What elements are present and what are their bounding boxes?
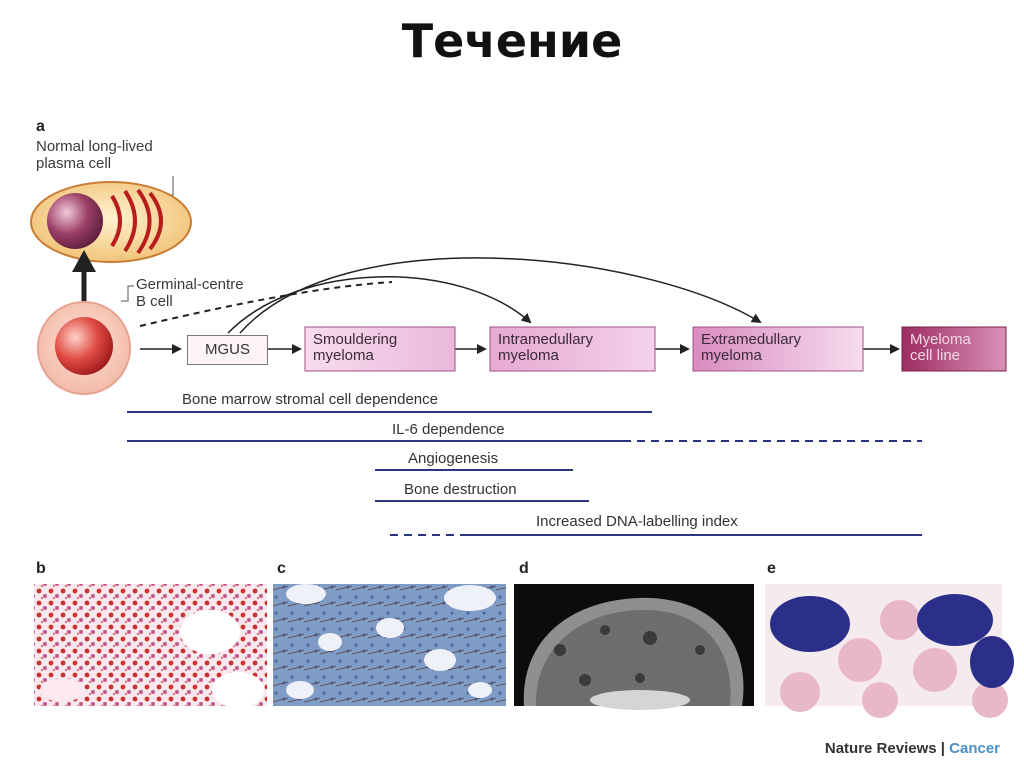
plasma-cell-illustration — [30, 176, 192, 263]
panel-c-image — [273, 584, 506, 706]
bar-label-stromal-dependence: Bone marrow stromal cell dependence — [182, 391, 438, 408]
stage-smouldering-line1: Smouldering — [313, 331, 398, 348]
plasma-cell-label: Normal long-lived plasma cell — [36, 138, 153, 172]
journal-credit: Nature Reviews | Cancer — [825, 740, 1000, 757]
panel-b-image — [34, 584, 267, 708]
b-cell-label-line2: B cell — [136, 293, 173, 310]
panel-d-image — [514, 584, 754, 710]
stage-cell-line-line2: cell line — [910, 347, 961, 364]
panel-e-image — [765, 584, 1014, 718]
bar-label-bone-destruction: Bone destruction — [404, 481, 517, 498]
stage-smouldering-line2: myeloma — [313, 347, 374, 364]
stage-mgus: MGUS — [187, 335, 268, 365]
stage-intramedullary-myeloma: Intramedullary myeloma — [490, 327, 655, 371]
bar-label-angiogenesis: Angiogenesis — [408, 450, 499, 467]
stage-myeloma-cell-line: Myeloma cell line — [902, 327, 1006, 371]
stage-smouldering-myeloma: Smouldering myeloma — [305, 327, 455, 371]
stage-extramedullary-line1: Extramedullary — [701, 331, 802, 348]
panel-e-letter: e — [767, 560, 776, 577]
panel-a-letter: a — [36, 118, 45, 135]
b-cell-label: Germinal-centre B cell — [136, 276, 244, 310]
b-cell-illustration — [37, 285, 134, 395]
panel-d-letter: d — [519, 560, 529, 577]
journal-section: Cancer — [949, 740, 1000, 757]
journal-name: Nature Reviews — [824, 740, 937, 757]
b-cell-label-line1: Germinal-centre — [136, 276, 244, 293]
slide-title: Течение — [401, 14, 623, 68]
bar-label-dna-labelling: Increased DNA-labelling index — [536, 513, 738, 530]
journal-separator: | — [940, 740, 945, 757]
stage-intramedullary-line2: myeloma — [498, 347, 559, 364]
bar-label-il6-dependence: IL-6 dependence — [392, 421, 505, 438]
plasma-cell-label-line1: Normal long-lived — [36, 138, 153, 155]
panel-b-letter: b — [36, 560, 46, 577]
stage-cell-line-line1: Myeloma — [910, 331, 971, 348]
panel-c-letter: c — [277, 560, 286, 577]
stage-extramedullary-myeloma: Extramedullary myeloma — [693, 327, 863, 371]
stage-intramedullary-line1: Intramedullary — [498, 331, 594, 348]
stage-extramedullary-line2: myeloma — [701, 347, 762, 364]
plasma-cell-label-line2: plasma cell — [36, 155, 112, 172]
